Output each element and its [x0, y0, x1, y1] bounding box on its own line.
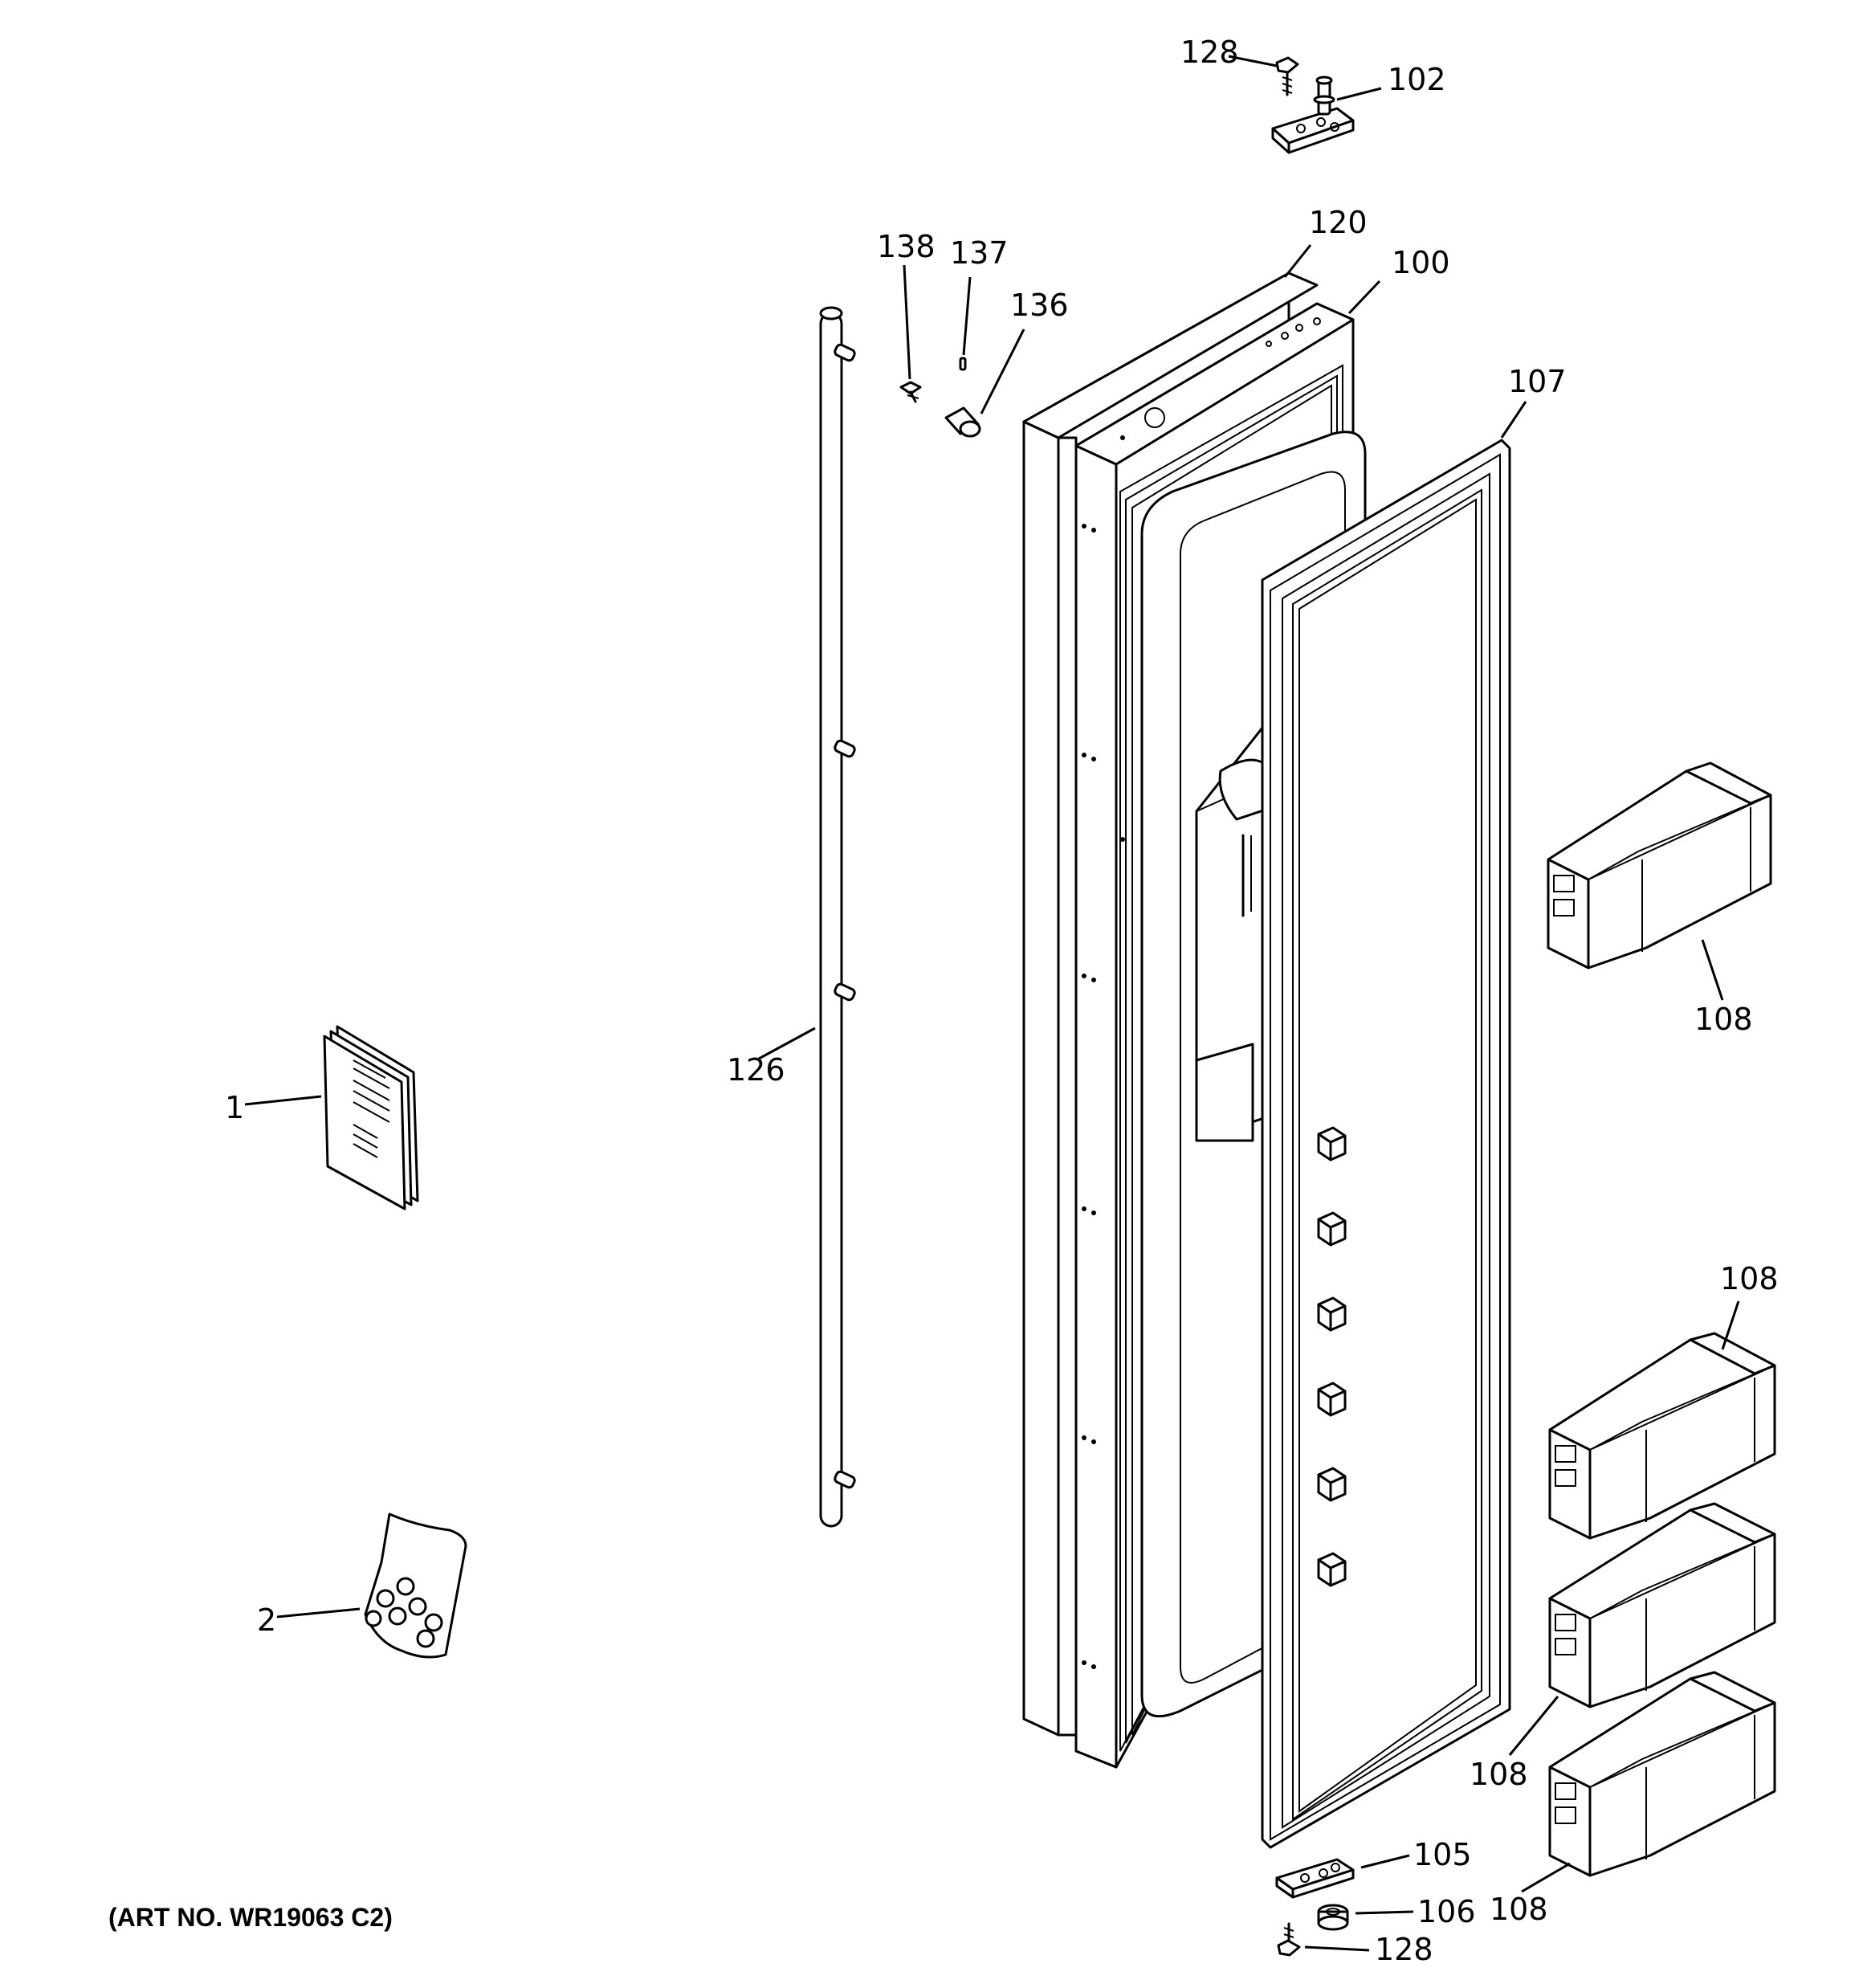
callout-106: 106 — [1417, 1894, 1476, 1929]
door-gasket-107 — [1261, 439, 1511, 1849]
callout-105: 105 — [1413, 1837, 1472, 1872]
door-bin-108-a — [1547, 761, 1772, 970]
callout-126: 126 — [727, 1052, 785, 1088]
callout-100: 100 — [1392, 245, 1450, 280]
leader-lines — [244, 55, 1740, 1952]
door-handle-126 — [819, 306, 856, 1528]
callout-120: 120 — [1309, 205, 1368, 240]
callout-128-top: 128 — [1180, 35, 1239, 70]
callout-108-a: 108 — [1694, 1002, 1753, 1037]
callout-138: 138 — [877, 229, 936, 264]
callout-108-d: 108 — [1490, 1892, 1548, 1927]
owners-manual-1 — [323, 1025, 419, 1210]
bottom-screw-128 — [1277, 1922, 1301, 1957]
pin-137 — [959, 357, 967, 371]
bushing-106 — [1317, 1904, 1349, 1931]
top-screw-128 — [1275, 56, 1299, 96]
door-bin-108-b — [1548, 1332, 1776, 1540]
callout-108-c: 108 — [1470, 1757, 1528, 1792]
callout-137: 137 — [950, 235, 1009, 271]
hardware-bag-2 — [364, 1512, 467, 1659]
callout-136: 136 — [1010, 288, 1069, 323]
callout-102: 102 — [1388, 62, 1446, 97]
callout-2: 2 — [257, 1602, 276, 1638]
door-bin-108-c — [1548, 1502, 1776, 1708]
top-hinge-102 — [1271, 76, 1355, 154]
art-number: (ART NO. WR19063 C2) — [108, 1903, 393, 1932]
callout-107: 107 — [1508, 364, 1567, 399]
bottom-hinge-105 — [1275, 1858, 1355, 1899]
callout-108-b: 108 — [1720, 1261, 1779, 1296]
handle-cap-136 — [944, 406, 981, 438]
door-bin-108-d — [1548, 1671, 1776, 1877]
shelf-clips — [1317, 1126, 1347, 1587]
callout-128-bottom: 128 — [1375, 1932, 1433, 1967]
screw-138 — [899, 381, 922, 403]
callout-1: 1 — [225, 1090, 244, 1125]
liner-side-holes — [1082, 435, 1125, 1669]
